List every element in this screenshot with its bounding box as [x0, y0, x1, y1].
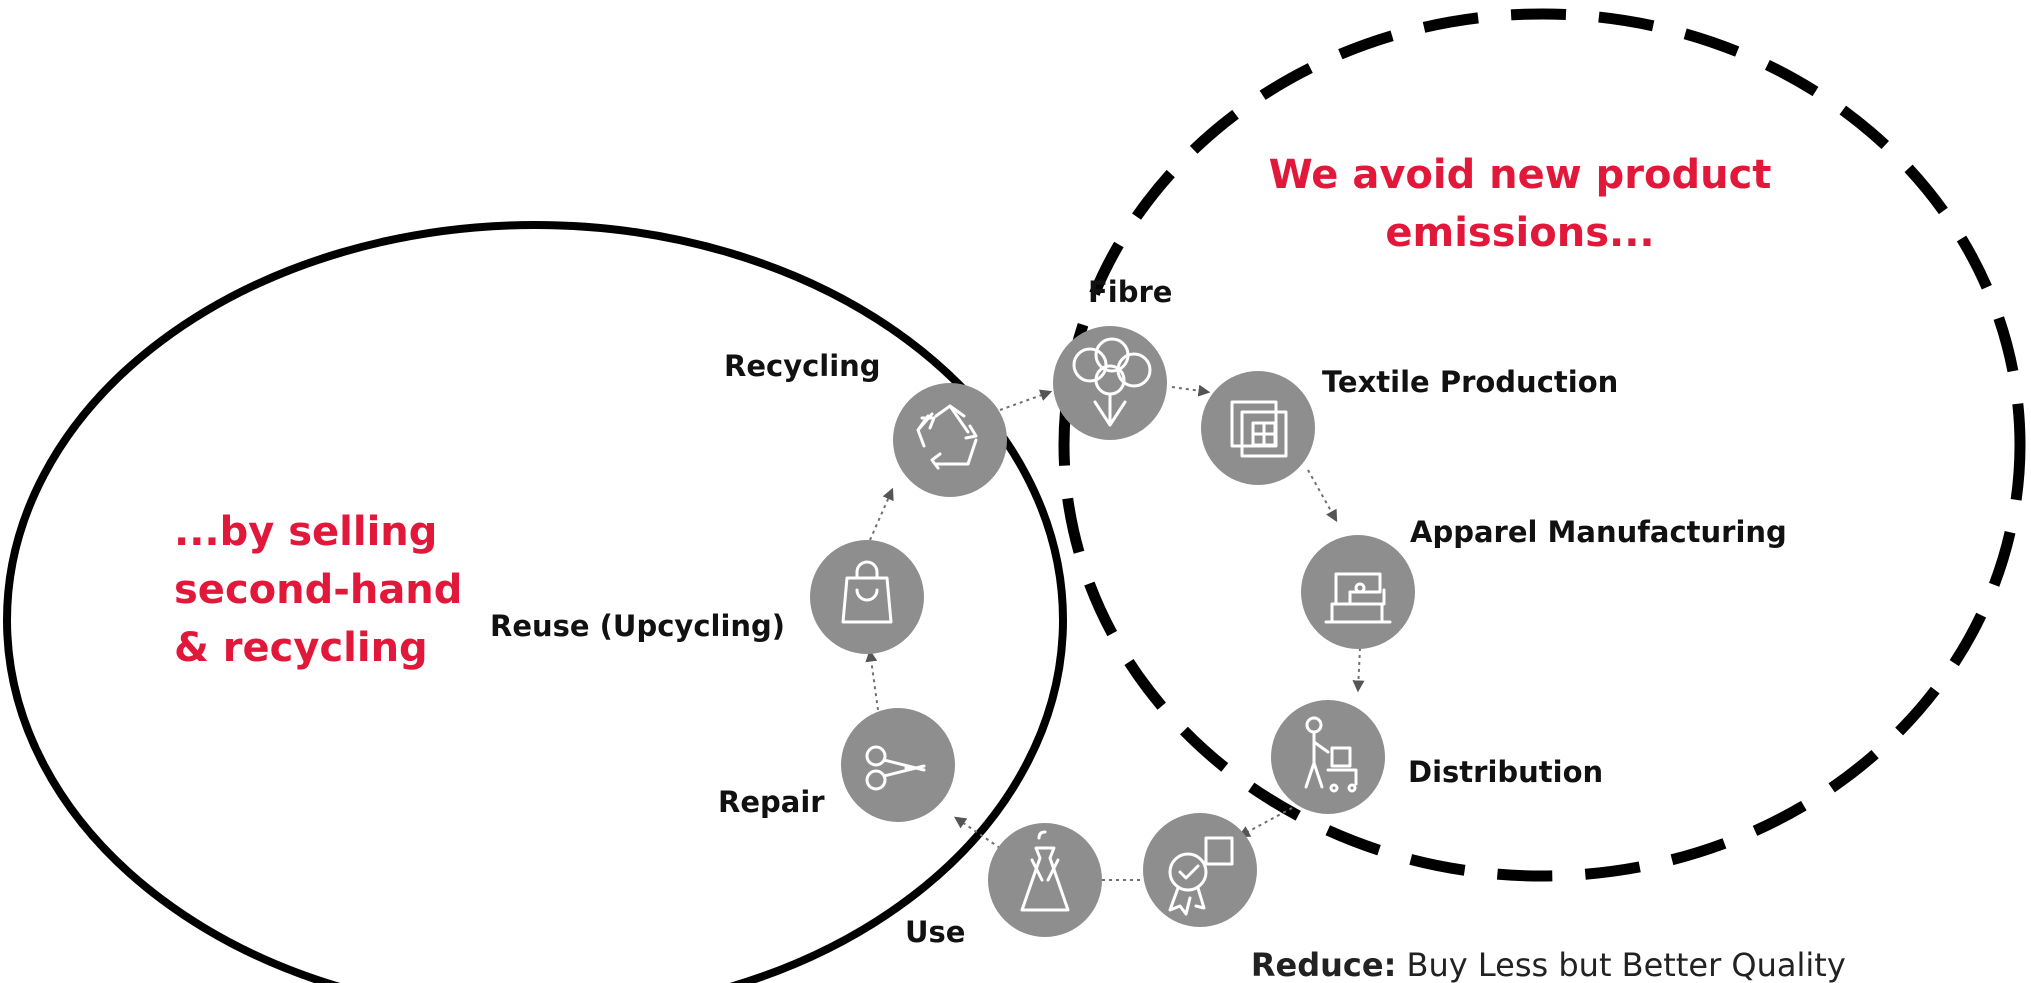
cycle-connectors — [865, 384, 1365, 886]
headline-left-line3: & recycling — [174, 625, 428, 671]
use-label: Use — [905, 915, 965, 949]
distribution-node — [1271, 700, 1385, 814]
shopping-bag-icon — [841, 560, 893, 624]
reduce-label: Reduce: — [1251, 946, 1397, 983]
headline-left-line1: ...by selling — [174, 509, 437, 555]
reuse-node — [810, 540, 924, 654]
solid-ellipse — [3, 221, 1067, 983]
quality-badge-icon — [1168, 836, 1234, 916]
repair-label: Repair — [718, 785, 825, 819]
scissors-icon — [865, 745, 926, 791]
textile-production-label: Textile Production — [1322, 365, 1618, 399]
recycling-node — [893, 383, 1007, 497]
textile-production-node — [1201, 371, 1315, 485]
apparel-manufacturing-label: Apparel Manufacturing — [1410, 515, 1787, 549]
fabric-swatch-icon — [1230, 400, 1288, 458]
delivery-worker-icon — [1304, 716, 1358, 793]
quality-node — [1143, 813, 1257, 927]
repair-node — [841, 708, 955, 822]
apparel-manufacturing-node — [1301, 535, 1415, 649]
dress-icon — [1020, 830, 1070, 912]
recycle-icon — [916, 404, 978, 470]
headline-right-line2: emissions... — [1385, 210, 1654, 256]
reduce-caption: Reduce: Buy Less but Better Quality — [1200, 946, 1876, 983]
distribution-label: Distribution — [1408, 755, 1603, 789]
fibre-node — [1053, 326, 1167, 440]
recycling-label: Recycling — [724, 349, 881, 383]
use-node — [988, 823, 1102, 937]
sewing-machine-icon — [1324, 572, 1392, 624]
dashed-ellipse — [1058, 8, 2026, 882]
reuse-label: Reuse (Upcycling) — [490, 609, 785, 643]
headline-left-line2: second-hand — [174, 567, 462, 613]
headline-right-line1: We avoid new product — [1269, 152, 1772, 198]
fibre-label: Fibre — [1088, 275, 1172, 309]
cotton-plant-icon — [1072, 337, 1152, 427]
reduce-text: Buy Less but Better Quality — [1396, 946, 1845, 983]
